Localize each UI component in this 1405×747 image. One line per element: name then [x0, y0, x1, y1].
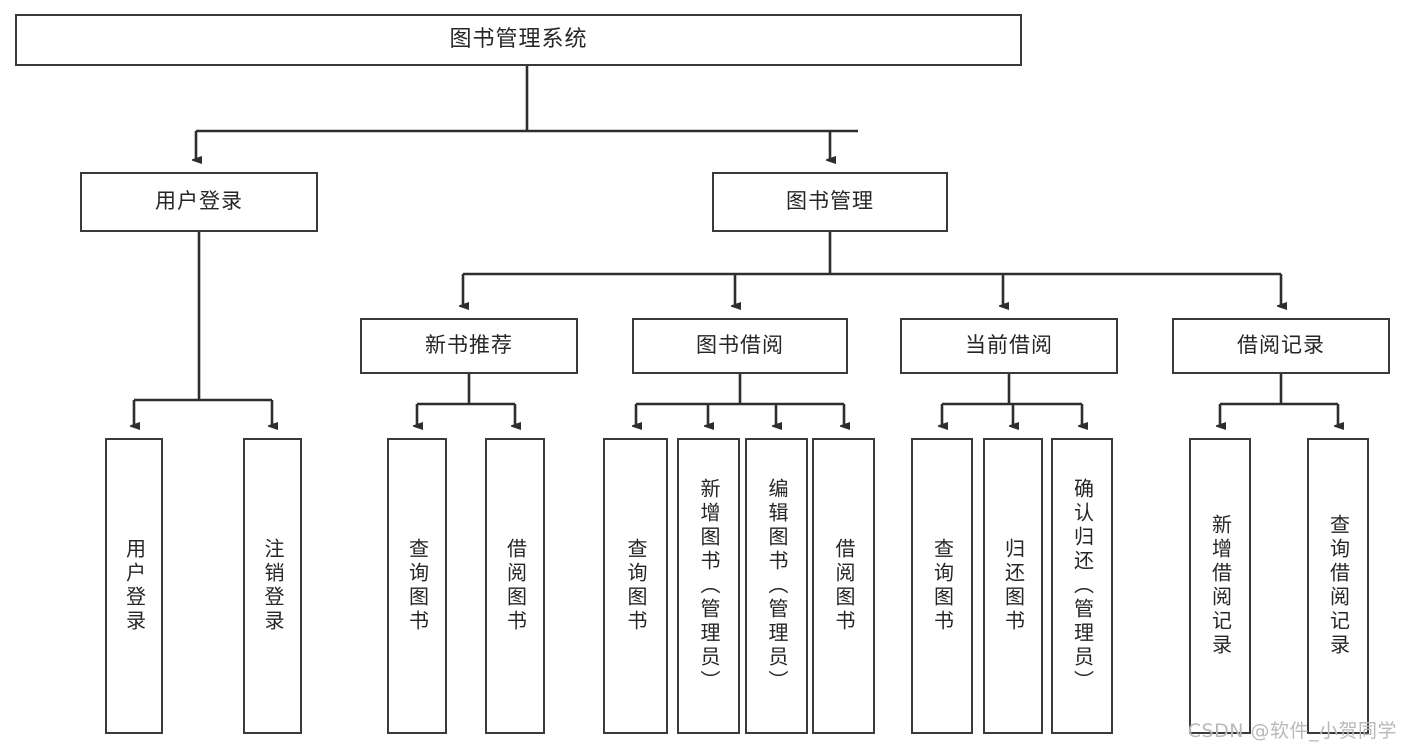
- node-leaf-user-logout[interactable]: 注销登录: [243, 438, 302, 734]
- node-new-book-recommend[interactable]: 新书推荐: [360, 318, 578, 374]
- node-leaf-user-login[interactable]: 用户登录: [105, 438, 163, 734]
- node-user-login[interactable]: 用户登录: [80, 172, 318, 232]
- node-root-book-management-system[interactable]: 图书管理系统: [15, 14, 1022, 66]
- node-leaf-query-borrow-record[interactable]: 查询借阅记录: [1307, 438, 1369, 734]
- node-leaf-borrow-book-2[interactable]: 借阅图书: [812, 438, 875, 734]
- node-book-borrow[interactable]: 图书借阅: [632, 318, 848, 374]
- node-leaf-return-book[interactable]: 归还图书: [983, 438, 1043, 734]
- node-current-borrow[interactable]: 当前借阅: [900, 318, 1118, 374]
- node-leaf-confirm-return-admin[interactable]: 确认归还（管理员）: [1051, 438, 1113, 734]
- node-leaf-add-book-admin[interactable]: 新增图书（管理员）: [677, 438, 740, 734]
- node-leaf-edit-book-admin[interactable]: 编辑图书（管理员）: [745, 438, 808, 734]
- csdn-watermark: CSDN @软件_小贺同学: [1187, 720, 1397, 742]
- node-book-management[interactable]: 图书管理: [712, 172, 948, 232]
- node-leaf-query-book-2[interactable]: 查询图书: [603, 438, 668, 734]
- node-leaf-add-borrow-record[interactable]: 新增借阅记录: [1189, 438, 1251, 734]
- node-borrow-record[interactable]: 借阅记录: [1172, 318, 1390, 374]
- node-leaf-query-book-1[interactable]: 查询图书: [387, 438, 447, 734]
- node-leaf-borrow-book-1[interactable]: 借阅图书: [485, 438, 545, 734]
- node-leaf-query-book-3[interactable]: 查询图书: [911, 438, 973, 734]
